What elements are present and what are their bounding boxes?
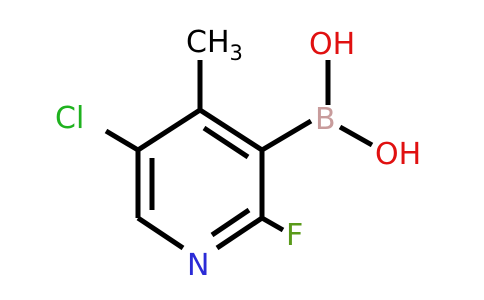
bond-c4-c3	[198, 107, 264, 153]
chlorine-label: Cl	[55, 101, 84, 136]
fluorine-label: F	[286, 218, 303, 253]
nitrogen-label: N	[187, 248, 209, 283]
boron-label: B	[315, 102, 336, 137]
bond-c2-n-inner	[210, 207, 251, 238]
bond-c4-c3-inner	[202, 125, 250, 160]
hydroxyl-bottom-label: OH	[375, 137, 421, 172]
bond-c2-n	[215, 215, 264, 251]
methyl-ch: CH	[186, 25, 230, 60]
hydroxyl-top-label: OH	[309, 27, 355, 62]
methyl-subscript: 3	[230, 41, 243, 65]
bond-b-oh-bottom	[338, 124, 374, 148]
methyl-label: CH3	[186, 25, 243, 65]
bond-c5-c4	[136, 107, 202, 153]
bond-c3-b	[260, 118, 313, 153]
bond-n-c6	[136, 215, 185, 251]
bond-c2-f	[260, 215, 285, 233]
bond-c5-cl	[104, 128, 140, 153]
